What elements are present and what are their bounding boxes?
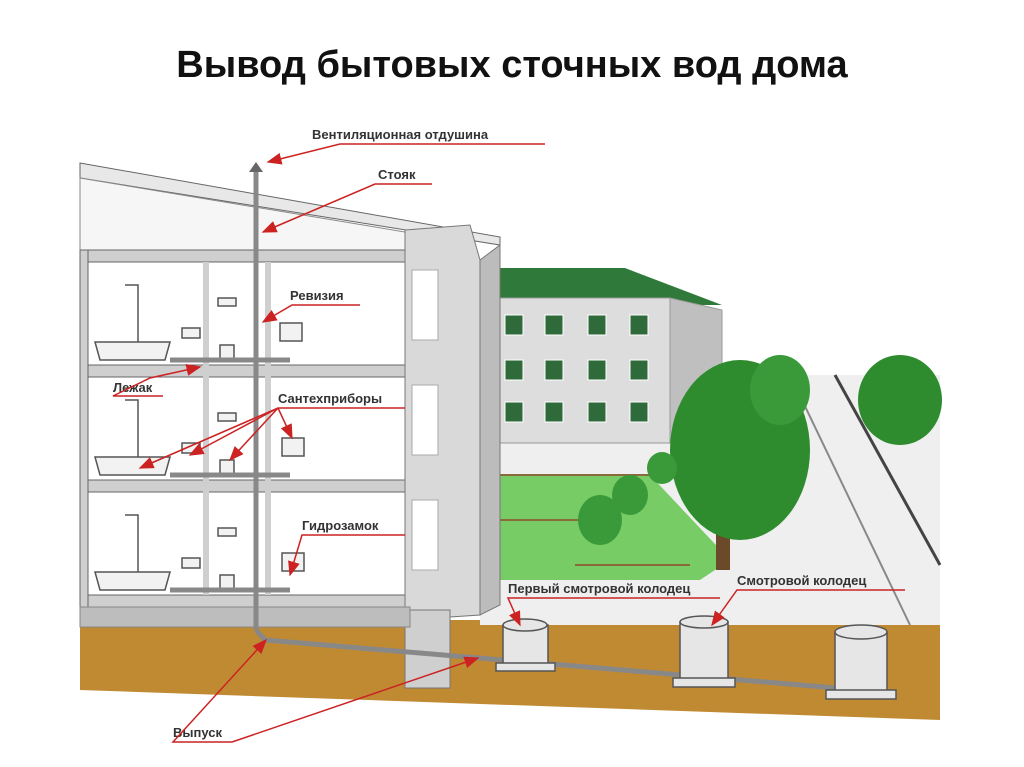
label-outlet: Выпуск [173,725,222,740]
tree [612,475,648,515]
inspection-well [672,615,736,688]
tree [578,495,622,545]
label-trap: Гидрозамок [302,518,379,533]
tree [670,355,810,570]
page-title: Вывод бытовых сточных вод дома [176,44,848,86]
inspection-well [495,618,556,672]
label-fixtures: Сантехприборы [278,391,382,406]
vent-cap [249,162,263,172]
house-section [79,162,501,689]
tree [858,355,942,445]
road-line [789,374,911,626]
inspection-well [825,624,897,700]
tree [647,452,677,484]
leader-arrows [112,143,905,743]
label-revision: Ревизия [290,288,344,303]
label-riser: Стояк [378,167,416,182]
bathroom-fixtures [94,284,305,591]
label-first-well: Первый смотровой колодец [508,581,690,596]
road-line [833,374,942,566]
label-well: Смотровой колодец [737,573,866,588]
label-vent: Вентиляционная отдушина [312,127,489,142]
